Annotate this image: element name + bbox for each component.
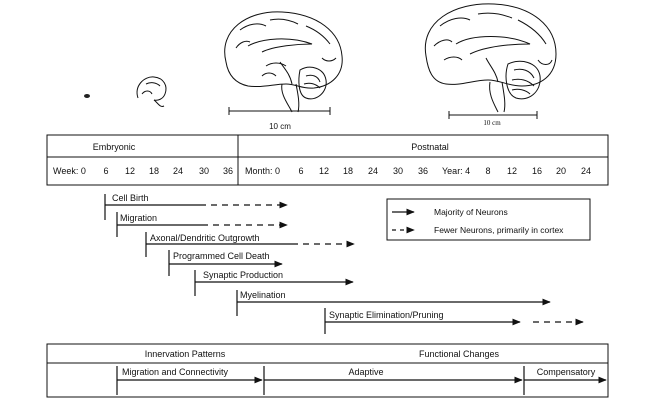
year-label: Year: 4 [442,166,470,176]
month-tick: 12 [319,166,329,176]
process-programmed-cell-death: Programmed Cell Death [168,250,283,276]
process-label-synaptic-elimination: Synaptic Elimination/Pruning [329,310,444,320]
process-label-migration: Migration [120,213,157,223]
right-scale-bar [448,111,538,119]
month-tick: 24 [368,166,378,176]
process-axonal-dendritic-outgrowth: Axonal/Dendritic Outgrowth [145,232,355,257]
year-tick: 8 [485,166,490,176]
innervation-patterns-header: Innervation Patterns [145,349,226,359]
timeline-table-border [46,134,609,186]
year-tick: 20 [556,166,566,176]
timeline-table: Embryonic Postnatal Week: 0 6 12 18 24 3… [46,134,609,186]
process-cell-birth: Cell Birth [104,193,288,220]
tiny-embryo-brain-drawing [84,94,90,98]
adaptive-label: Adaptive [348,367,383,377]
process-label-synaptic-production: Synaptic Production [203,270,283,280]
week-tick: 18 [149,166,159,176]
legend-majority-label: Majority of Neurons [434,207,508,217]
left-scale-bar [228,107,331,115]
adult-brain-drawing [424,3,557,113]
month-tick: 36 [418,166,428,176]
week-tick: 12 [125,166,135,176]
legend-box [386,198,591,241]
small-fetal-brain-drawing [136,76,167,107]
functional-changes-header: Functional Changes [419,349,500,359]
process-label-myelination: Myelination [240,290,286,300]
week-label: Week: 0 [53,166,86,176]
embryonic-header: Embryonic [93,142,136,152]
month-label: Month: 0 [245,166,280,176]
year-tick: 12 [507,166,517,176]
year-tick: 16 [532,166,542,176]
infant-brain-drawing [224,11,343,113]
month-tick: 18 [343,166,353,176]
process-synaptic-production: Synaptic Production [194,270,354,296]
process-myelination: Myelination [236,290,551,316]
compensatory-label: Compensatory [537,367,596,377]
process-label-cell-birth: Cell Birth [112,193,149,203]
left-scale-label: 10 cm [269,122,291,131]
week-tick: 36 [223,166,233,176]
month-tick: 30 [393,166,403,176]
right-scale-label: 10 cm [483,119,501,127]
process-migration: Migration [116,212,288,237]
process-synaptic-elimination-pruning: Synaptic Elimination/Pruning [324,308,584,334]
migration-connectivity-label: Migration and Connectivity [122,367,229,377]
process-label-programmed-cell-death: Programmed Cell Death [173,251,270,261]
legend: Majority of Neurons Fewer Neurons, prima… [386,198,591,241]
month-tick: 6 [298,166,303,176]
bottom-table-border [46,343,609,398]
week-tick: 30 [199,166,209,176]
week-tick: 6 [103,166,108,176]
postnatal-header: Postnatal [411,142,449,152]
functional-changes-table: Innervation Patterns Functional Changes … [46,343,609,398]
process-label-axonal-outgrowth: Axonal/Dendritic Outgrowth [150,233,260,243]
week-tick: 24 [173,166,183,176]
year-tick: 24 [581,166,591,176]
legend-fewer-label: Fewer Neurons, primarily in cortex [434,225,564,235]
